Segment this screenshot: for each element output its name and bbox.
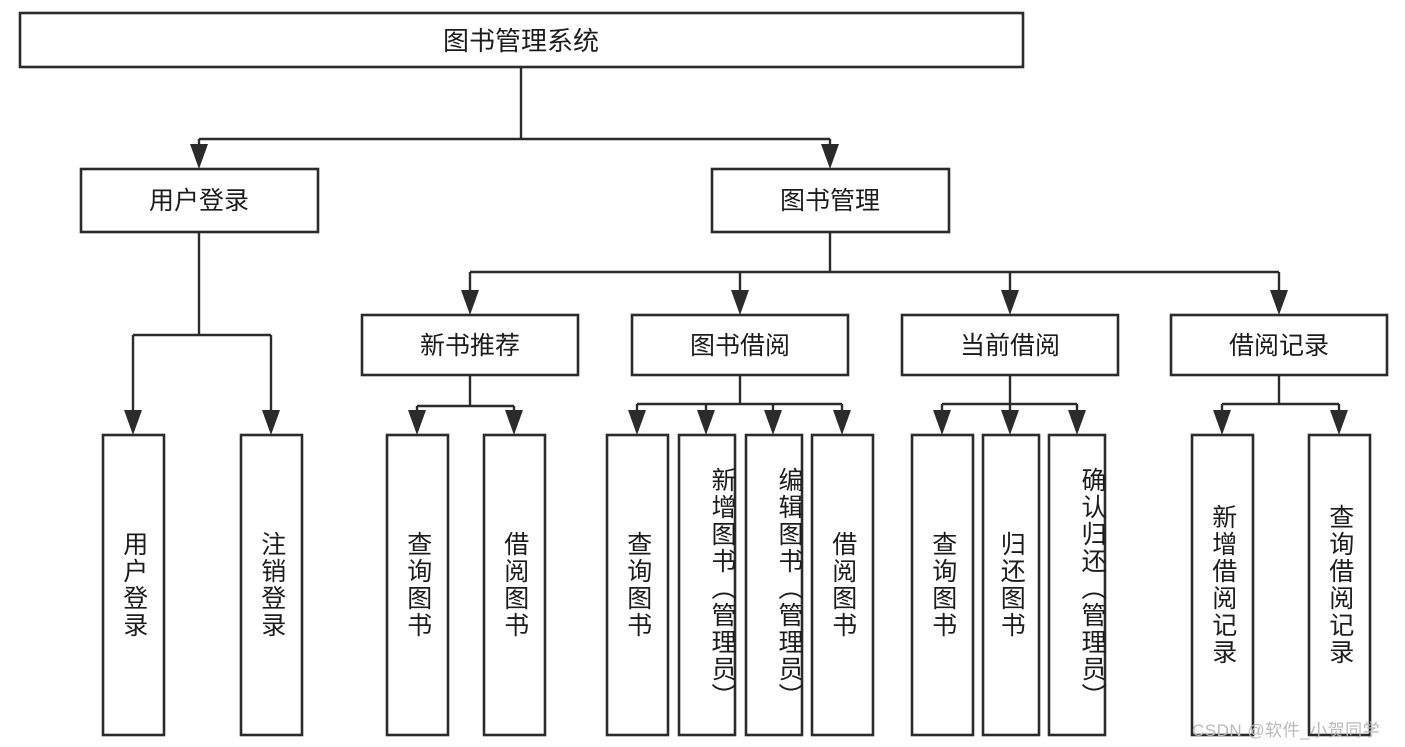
node-borrow-record[interactable]: 借阅记录: [1169, 313, 1389, 377]
node-root[interactable]: 图书管理系统: [18, 11, 1025, 69]
connector-current-borrow-to-leaves: [933, 375, 1086, 435]
node-current-borrow[interactable]: 当前借阅: [900, 313, 1120, 377]
connector-borrow-record-to-leaves: [1213, 375, 1348, 435]
connector-book-borrow-to-leaves: [628, 375, 851, 435]
node-book-management-label: 图书管理: [780, 187, 880, 215]
leaf-box-confirm-return-admin[interactable]: [1047, 433, 1107, 737]
node-new-book-recommend[interactable]: 新书推荐: [360, 313, 580, 377]
leaf-box-return-book[interactable]: [981, 433, 1041, 737]
node-book-borrow-label: 图书借阅: [690, 332, 790, 360]
leaf-box-logout[interactable]: [239, 433, 304, 737]
connector-root-to-level2: [190, 67, 839, 169]
node-borrow-record-label: 借阅记录: [1229, 332, 1329, 360]
connector-user-login-to-leaves: [124, 232, 280, 435]
leaf-box-query-borrow-record[interactable]: [1307, 433, 1372, 737]
node-root-label: 图书管理系统: [443, 26, 599, 56]
leaf-box-borrow-book-2[interactable]: [810, 433, 875, 737]
connector-new-book-to-leaves: [408, 375, 523, 435]
leaf-box-query-book-1[interactable]: [385, 433, 450, 737]
node-new-book-recommend-label: 新书推荐: [420, 332, 520, 360]
leaf-box-borrow-book-1[interactable]: [482, 433, 547, 737]
leaf-box-query-book-3[interactable]: [910, 433, 975, 737]
leaf-box-user-login[interactable]: [101, 433, 166, 737]
leaf-box-add-borrow-record[interactable]: [1190, 433, 1255, 737]
leaf-box-add-book-admin[interactable]: [677, 433, 737, 737]
node-book-management[interactable]: 图书管理: [710, 167, 951, 234]
node-current-borrow-label: 当前借阅: [960, 332, 1060, 360]
connector-book-management-to-level3: [461, 232, 1288, 315]
leaf-box-edit-book-admin[interactable]: [744, 433, 804, 737]
node-user-login-label: 用户登录: [149, 187, 249, 215]
node-book-borrow[interactable]: 图书借阅: [630, 313, 850, 377]
node-user-login[interactable]: 用户登录: [79, 167, 320, 234]
csdn-watermark: CSDN @软件_小贺同学: [1192, 721, 1381, 740]
leaf-box-query-book-2[interactable]: [605, 433, 670, 737]
